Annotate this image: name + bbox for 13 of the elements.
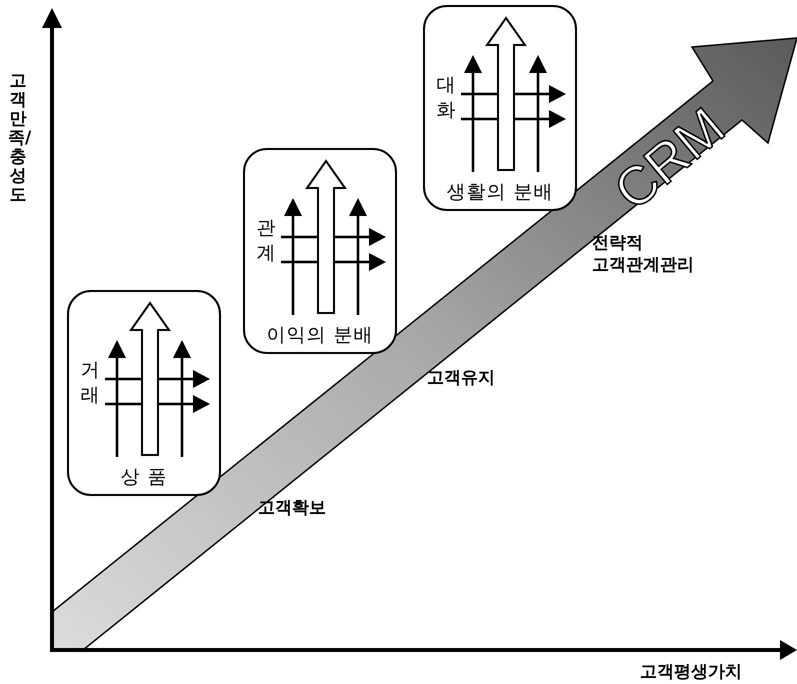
axis-title: 고객평생가치 [640, 661, 742, 683]
vertical-label: 관계 [256, 216, 276, 266]
rounded-box [67, 290, 221, 496]
stage-label: 고객확보 [258, 497, 326, 519]
rounded-box [423, 5, 577, 211]
rounded-box [243, 148, 397, 354]
box-caption: 이익의 분배 [265, 323, 375, 348]
vertical-label: 거래 [80, 358, 100, 408]
stage-label: 고객유지 [427, 367, 495, 389]
box-caption: 상 품 [119, 465, 169, 490]
vertical-label: 대화 [436, 73, 456, 123]
box-caption: 생활의 분배 [445, 180, 555, 205]
stage-label: 전략적 고객관계관리 [592, 232, 695, 276]
